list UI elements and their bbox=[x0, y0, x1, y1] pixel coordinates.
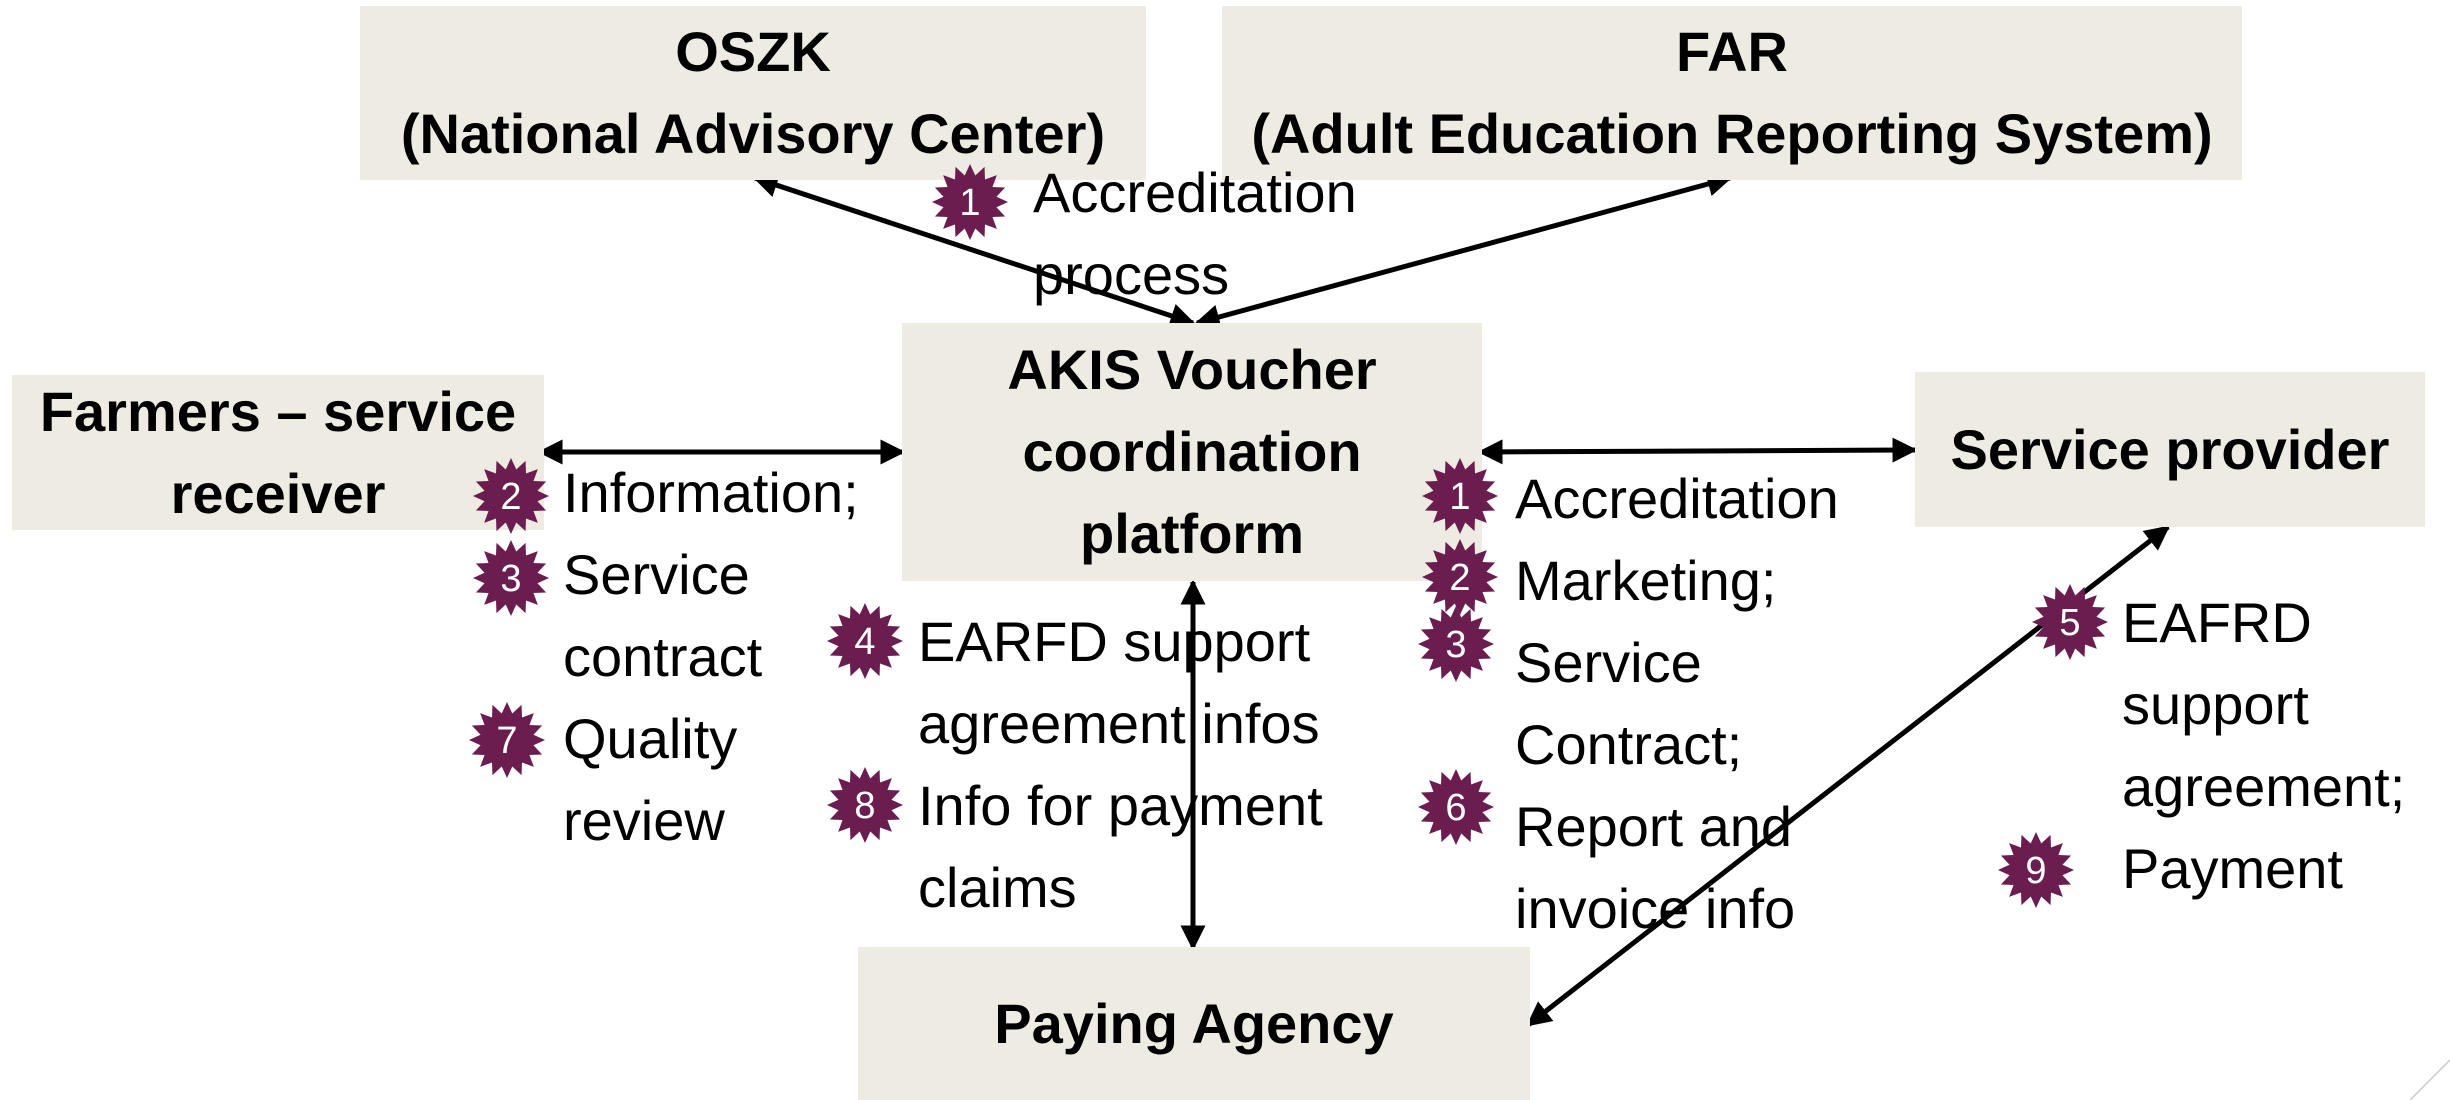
annotation-service-contract: Service contract bbox=[563, 543, 763, 688]
step-badge-icon: 1 bbox=[930, 162, 1010, 242]
svg-text:3: 3 bbox=[500, 558, 521, 600]
step-badge-icon: 7 bbox=[467, 700, 547, 780]
farmers-line2: receiver bbox=[170, 461, 386, 525]
oszk-subtitle: (National Advisory Center) bbox=[400, 102, 1106, 165]
paying-agency-node: Paying Agency bbox=[858, 947, 1530, 1100]
svg-text:1: 1 bbox=[959, 182, 980, 224]
farmers-line1: Farmers – service bbox=[39, 379, 517, 443]
svg-text:9: 9 bbox=[2025, 850, 2046, 892]
step-badge-icon: 4 bbox=[825, 601, 905, 681]
step-badge-icon: 6 bbox=[1416, 767, 1496, 847]
annotation-marketing: Marketing; bbox=[1515, 549, 1777, 612]
step-badge-icon: 5 bbox=[2030, 582, 2110, 662]
akis-line1: AKIS Voucher bbox=[1007, 338, 1377, 401]
svg-text:5: 5 bbox=[2059, 602, 2080, 644]
svg-text:2: 2 bbox=[500, 476, 521, 518]
paying-title: Paying Agency bbox=[994, 991, 1394, 1055]
step-badge-icon: 2 bbox=[1420, 537, 1500, 617]
annotation-accreditation-process: Accreditation process bbox=[1033, 161, 1357, 306]
annotation-service-contract-provider: Service Contract; bbox=[1515, 631, 1743, 776]
far-title: FAR bbox=[1676, 20, 1788, 83]
akis-line3: platform bbox=[1080, 502, 1304, 565]
svg-text:4: 4 bbox=[854, 621, 875, 663]
annotation-information: Information; bbox=[563, 461, 859, 524]
step-badge-icon: 1 bbox=[1420, 456, 1500, 536]
page-corner-icon bbox=[2410, 1060, 2450, 1100]
annotation-report-invoice: Report and invoice info bbox=[1515, 795, 1796, 940]
step-badge-icon: 3 bbox=[1416, 604, 1496, 684]
oszk-title: OSZK bbox=[675, 20, 831, 83]
akis-line2: coordination bbox=[1022, 420, 1362, 483]
svg-text:7: 7 bbox=[496, 720, 517, 762]
step-badge-icon: 9 bbox=[1996, 830, 2076, 910]
step-badge-icon: 2 bbox=[471, 456, 551, 536]
provider-title: Service provider bbox=[1950, 417, 2390, 481]
annotation-payment-claims: Info for payment claims bbox=[918, 774, 1323, 919]
oszk-node: OSZK (National Advisory Center) bbox=[360, 6, 1146, 180]
svg-text:3: 3 bbox=[1445, 624, 1466, 666]
far-subtitle: (Adult Education Reporting System) bbox=[1251, 102, 2213, 165]
far-node: FAR (Adult Education Reporting System) bbox=[1222, 6, 2242, 180]
step-badge-icon: 8 bbox=[825, 765, 905, 845]
svg-text:1: 1 bbox=[1449, 476, 1470, 518]
annotation-quality-review: Quality review bbox=[563, 707, 738, 852]
annotation-eafrd-support-agreement: EAFRD support agreement; bbox=[2122, 591, 2406, 818]
svg-text:8: 8 bbox=[854, 785, 875, 827]
svg-text:2: 2 bbox=[1449, 557, 1470, 599]
farmers-node: Farmers – service receiver bbox=[12, 375, 544, 530]
akis-platform-node: AKIS Voucher coordination platform bbox=[902, 323, 1482, 581]
annotation-payment: Payment bbox=[2122, 837, 2343, 900]
service-provider-node: Service provider bbox=[1915, 372, 2425, 527]
annotation-earfd-support: EARFD support agreement infos bbox=[918, 610, 1320, 755]
step-badge-icon: 3 bbox=[471, 538, 551, 618]
svg-text:6: 6 bbox=[1445, 787, 1466, 829]
arrow-akis-provider bbox=[1477, 437, 1918, 465]
annotation-accreditation: Accreditation bbox=[1515, 467, 1839, 530]
